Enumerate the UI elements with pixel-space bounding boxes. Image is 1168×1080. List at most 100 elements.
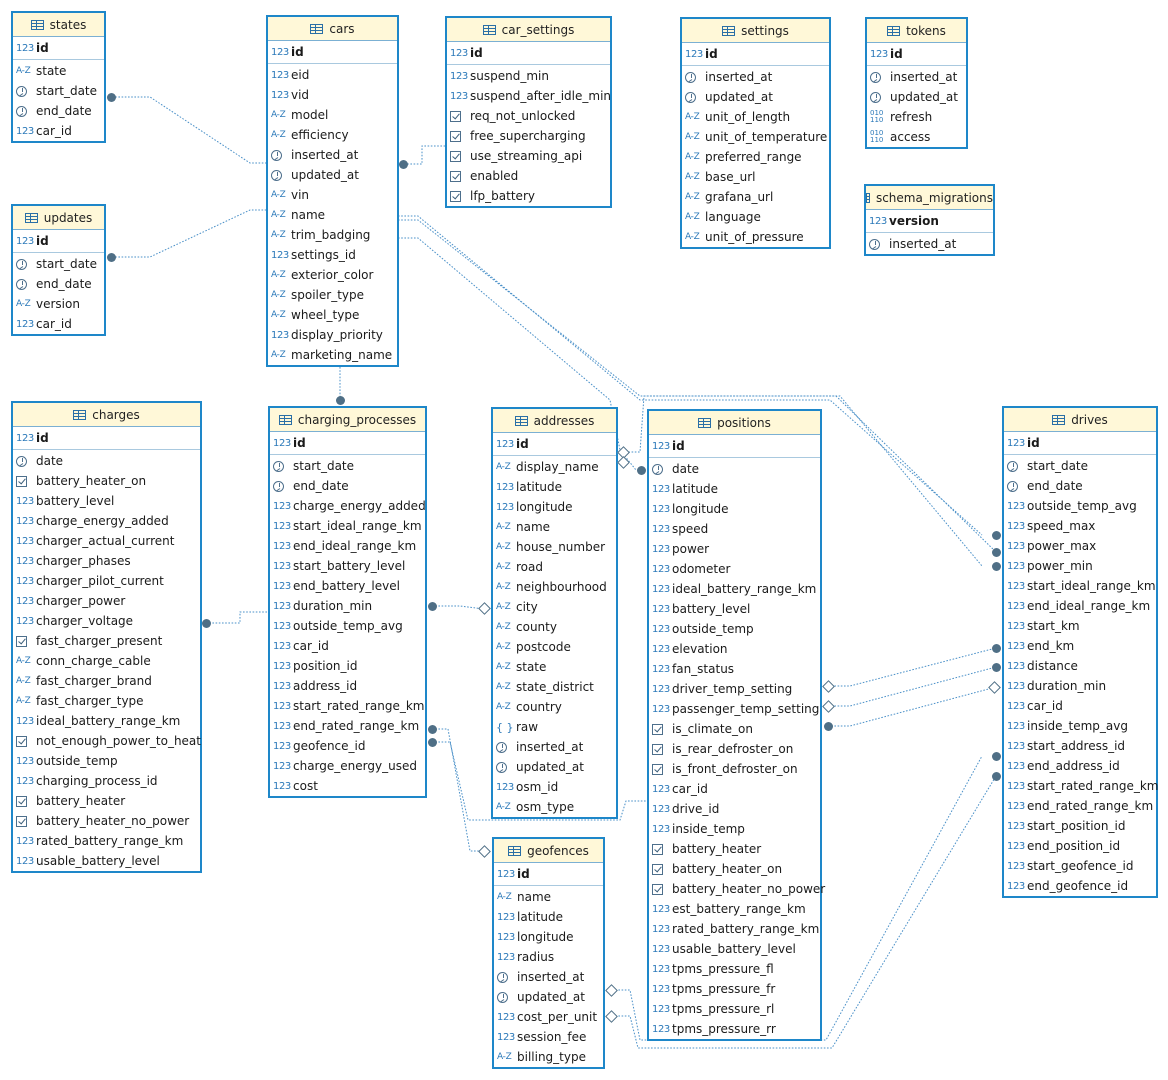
table-header[interactable]: tokens (867, 19, 966, 43)
table-header[interactable]: charging_processes (270, 408, 425, 432)
column-row[interactable]: end_date (13, 274, 104, 294)
column-row[interactable]: date (13, 451, 200, 471)
column-row[interactable]: inserted_at (866, 234, 993, 254)
column-row[interactable]: req_not_unlocked (447, 106, 610, 126)
column-row[interactable]: start_date (1004, 456, 1156, 476)
table-header[interactable]: car_settings (447, 18, 610, 42)
column-row[interactable]: enabled (447, 166, 610, 186)
table-header[interactable]: states (13, 13, 104, 37)
column-row[interactable]: date (649, 459, 820, 479)
column-row[interactable]: inserted_at (493, 737, 616, 757)
column-row[interactable]: battery_heater (649, 839, 820, 859)
column-row[interactable]: inserted_at (682, 67, 829, 87)
column-row[interactable]: end_date (270, 476, 425, 496)
column-row[interactable]: start_date (270, 456, 425, 476)
column-row[interactable]: free_supercharging (447, 126, 610, 146)
table-header[interactable]: updates (13, 206, 104, 230)
column-row[interactable]: battery_heater (13, 791, 200, 811)
column-row[interactable]: updated_at (494, 987, 603, 1007)
column-row[interactable]: { }raw (493, 717, 616, 737)
column-row[interactable]: updated_at (867, 87, 966, 107)
column-row[interactable]: inserted_at (268, 145, 397, 165)
column-row[interactable]: battery_heater_on (13, 471, 200, 491)
column-row[interactable]: use_streaming_api (447, 146, 610, 166)
column-row[interactable]: end_date (13, 101, 104, 121)
column-row[interactable]: end_date (1004, 476, 1156, 496)
column-row[interactable]: inserted_at (867, 67, 966, 87)
